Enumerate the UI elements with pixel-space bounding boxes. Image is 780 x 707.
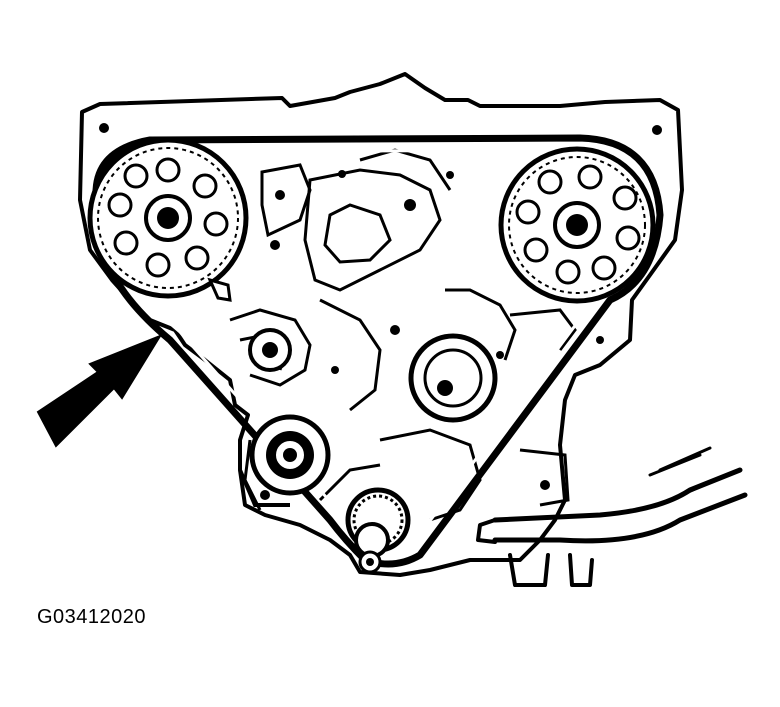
figure-code-label: G03412020	[37, 606, 147, 628]
pointer-arrow	[36, 333, 163, 448]
left-camshaft-sprocket	[87, 137, 249, 302]
water-pump-pulley	[408, 333, 498, 423]
right-camshaft-sprocket	[498, 146, 656, 304]
engine-front-cover	[78, 72, 684, 577]
belt-tensioner-pulley	[238, 414, 331, 507]
crankshaft-sprocket	[345, 487, 411, 574]
cover-bolt-holes	[99, 123, 662, 500]
holding-tool	[476, 446, 748, 587]
idler-pulley	[248, 328, 292, 372]
